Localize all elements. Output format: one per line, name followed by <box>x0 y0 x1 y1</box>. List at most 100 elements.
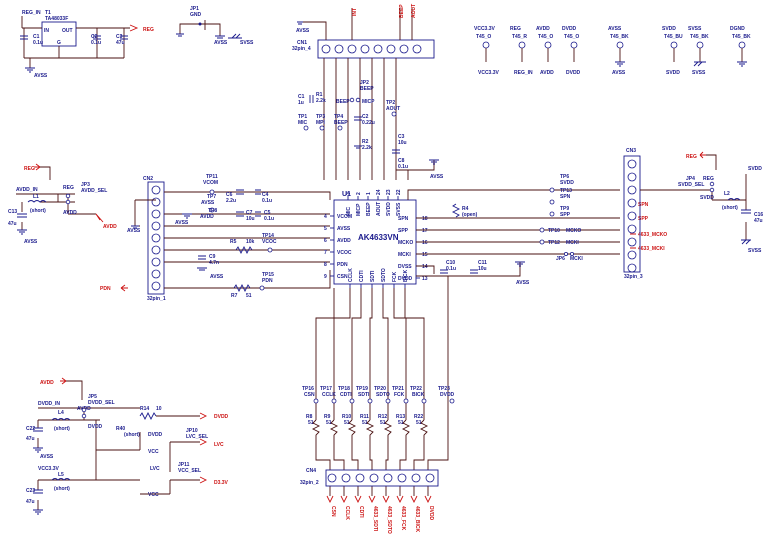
cn4-body <box>325 469 439 487</box>
tp3-label: MPI <box>316 120 326 126</box>
bottom-tp-pin <box>367 398 373 404</box>
cn1-label: 32pin_4 <box>292 46 311 52</box>
bottom-net-label: 4633_BICK <box>414 506 420 533</box>
ic-pin-name: AVDD <box>337 238 351 244</box>
c1-mic-val: 1u <box>298 100 304 106</box>
ground-icon <box>615 61 625 67</box>
c2-val: 0.1u <box>91 40 101 46</box>
net-arrow-icon <box>368 495 376 504</box>
bottom-tp-net: SDTI <box>358 392 370 398</box>
cn1-body <box>317 39 435 59</box>
tp13-ref: TP13 <box>560 188 572 194</box>
tp4-label: BEEP <box>334 120 348 126</box>
cn4-pin <box>411 473 421 483</box>
jp5-dvdd: DVDD <box>88 424 103 430</box>
regulator-block: REG_IN T1 TA48033F IN OUT G C1 0.1u C2 0… <box>20 10 154 79</box>
jp10-ref: JP10 <box>186 428 198 434</box>
t1-part: TA48033F <box>45 16 68 22</box>
cn3-pin <box>627 250 637 260</box>
net-arrow-icon <box>424 495 432 504</box>
reg-out-net: REG <box>143 27 154 33</box>
jp4-svdd: SVDD <box>700 195 714 201</box>
c3-svdd-val: 10u <box>398 140 407 146</box>
tp8-label: AVDD <box>200 214 214 220</box>
jp3-label: AVDD_SEL <box>81 188 107 194</box>
cn1-net-aout: AOUT <box>411 4 417 18</box>
jp2-ref: JP2 <box>360 80 369 86</box>
cn4-pin <box>369 473 379 483</box>
ic-pin-name: MCKI <box>398 252 411 258</box>
bottom-res-val: 51 <box>380 420 386 426</box>
c4-val: 0.1u <box>262 198 272 204</box>
lvc-out-net: LVC <box>214 442 224 448</box>
tp-top-net: DVDD <box>562 26 577 32</box>
bottom-tp-pin <box>403 398 409 404</box>
tp-top-bottom-net: SVDD <box>666 70 680 76</box>
l4-val: (short) <box>54 426 70 432</box>
resistor-icon <box>365 419 375 470</box>
bottom-res-val: 51 <box>308 420 314 426</box>
c5-ref: C5 <box>264 210 271 216</box>
bus-wire <box>382 288 389 420</box>
ic-pin-name: PDN <box>337 262 348 268</box>
ic-pin-num: 9 <box>324 274 327 280</box>
tp-top-bottom-net: AVSS <box>612 70 626 76</box>
avdd-in-label: AVDD_IN <box>16 187 38 193</box>
bottom-res-val: 51 <box>362 420 368 426</box>
r7-ref: R7 <box>231 293 238 299</box>
bottom-tp-net: CSN <box>304 392 315 398</box>
c22-ref: C22 <box>26 426 35 432</box>
tp10-ref: TP10 <box>548 228 560 234</box>
ic-pin-name: DVSS <box>398 264 412 270</box>
bottom-tp-net: CDTI <box>340 392 352 398</box>
ic-pin-name: SDTO <box>381 268 387 282</box>
c8-ref: C8 <box>398 158 405 164</box>
r4-ref: R4 <box>462 206 469 212</box>
c23-val: 47u <box>26 499 35 505</box>
c3-val: 47u <box>116 40 125 46</box>
cn2-ref: CN2 <box>143 176 153 182</box>
bottom-res-ref: R8 <box>306 414 313 420</box>
dvdd-out-net: DVDD <box>214 414 229 420</box>
c7-val: 10u <box>246 216 255 222</box>
ic-pin-name: MCKO <box>398 240 413 246</box>
bottom-tp-pin <box>421 398 427 404</box>
ic-pin-num: 5 <box>324 226 327 232</box>
cn4-connector: CN4 32pin_2 <box>300 468 439 487</box>
dvdd-label-2: DVDD <box>148 432 163 438</box>
cn3-pin <box>627 159 637 169</box>
r1-val: 2.2k <box>316 98 326 104</box>
avdd-select-block: REG AVDD_IN REG JP3 AVDD_SEL AVDD L1 (sh… <box>8 163 117 245</box>
c16-ref: C16 <box>754 212 763 218</box>
vcc33-label: VCC3.3V <box>38 466 60 472</box>
mcko-net: 4633_MCKO <box>638 232 667 238</box>
net-arrow-icon <box>326 495 334 504</box>
ic-pin-name: AVSS <box>337 226 351 232</box>
tp15-ref: TP15 <box>262 272 274 278</box>
bottom-res-ref: R9 <box>324 414 331 420</box>
ic-pin-num: 14 <box>422 264 428 270</box>
bus-wire <box>315 288 335 420</box>
ic-pin-name: DVDD <box>398 276 413 282</box>
cn3-pin <box>627 198 637 208</box>
ground-icon <box>693 61 706 67</box>
cn1-pin <box>334 44 344 54</box>
jp1-svss: SVSS <box>240 40 254 46</box>
jp1-avss: AVSS <box>214 40 228 46</box>
ic-ref: U1 <box>342 191 351 198</box>
bottom-net-label: CSN <box>330 506 336 517</box>
c9-ref: C9 <box>209 254 216 260</box>
tp-top-pin <box>482 41 490 49</box>
tp9-ref: TP9 <box>560 206 569 212</box>
cn1-connector: CN1 32pin_4 AVSS INT BEEP AOUT <box>292 4 435 59</box>
tp14-label: VCOC <box>262 239 277 245</box>
c13-val: 47u <box>8 221 17 227</box>
r2-val: 2.2k <box>362 145 372 151</box>
c1-mic-ref: C1 <box>298 94 305 100</box>
c2-ref: C2 <box>91 34 98 40</box>
cn1-pin <box>360 44 370 54</box>
ground-icon <box>737 61 747 67</box>
bottom-tp-ref: TP20 <box>374 386 386 392</box>
ic-pin-name: CDTI <box>359 270 365 282</box>
net-arrow-icon <box>396 495 404 504</box>
